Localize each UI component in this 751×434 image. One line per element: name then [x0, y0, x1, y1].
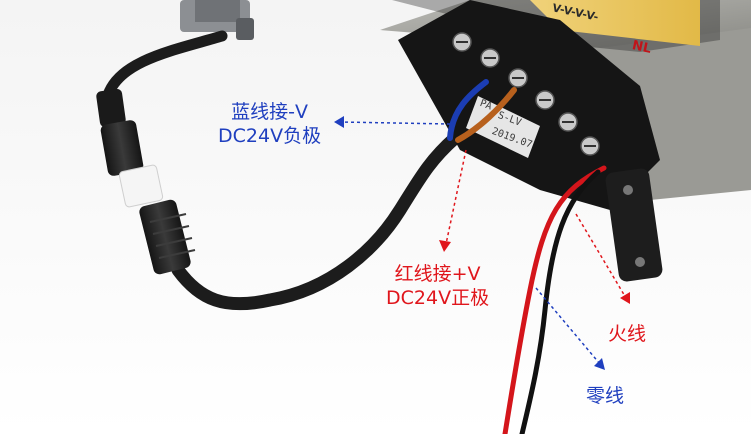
blue-wire-label-line1: 蓝线接-V — [231, 101, 308, 123]
inline-waterproof-connector — [96, 89, 196, 275]
red-wire-label-line2: DC24V正极 — [386, 287, 490, 309]
black-dc-cable — [102, 30, 462, 311]
device-top-left — [180, 0, 254, 40]
arrow-live-wire — [575, 213, 627, 299]
power-supply-unit — [378, 0, 751, 282]
blue-wire-label-line2: DC24V负极 — [218, 125, 322, 147]
arrow-neutral-wire — [535, 287, 601, 365]
arrow-red-wire — [445, 149, 467, 245]
screw-terminals — [452, 32, 600, 156]
live-wire-label: 火线 — [608, 323, 647, 345]
arrow-heads — [334, 116, 630, 370]
annotation-arrows — [339, 121, 627, 365]
red-wire-label-line1: 红线接+V — [394, 263, 481, 285]
red-wire-label: 红线接+V DC24V正极 — [386, 262, 489, 310]
arrow-blue-wire — [339, 121, 451, 125]
blue-wire-label: 蓝线接-V DC24V负极 — [218, 100, 321, 148]
ac-wires — [502, 165, 607, 434]
neutral-wire-label: 零线 — [586, 385, 625, 407]
dc-wires — [447, 79, 517, 143]
